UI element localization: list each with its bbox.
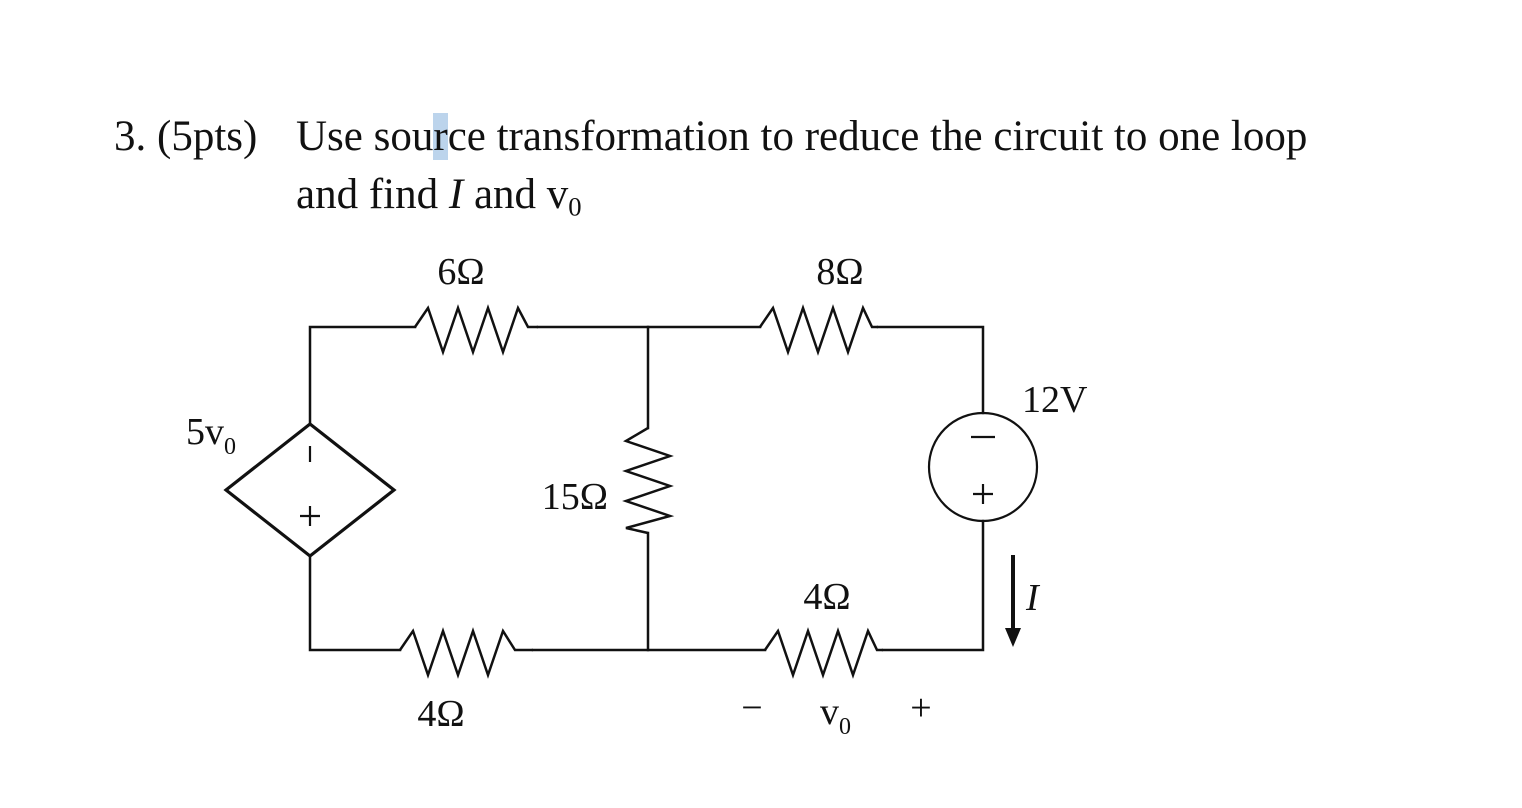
label-vo: v0 bbox=[820, 691, 851, 740]
wire-left-upper bbox=[308, 325, 417, 426]
problem-text-line-1: Use source transformation to reduce the … bbox=[296, 112, 1307, 162]
text-selection-highlight: r bbox=[433, 113, 448, 160]
dependent-source-main: 5v bbox=[186, 411, 224, 453]
voltage-source-12v bbox=[927, 411, 1039, 523]
label-vo-minus: − bbox=[741, 687, 762, 729]
label-12v: 12V bbox=[1022, 379, 1088, 421]
label-vo-plus: + bbox=[910, 687, 931, 729]
problem-text-segment: and v bbox=[463, 171, 569, 218]
resistor-4-ohm-left bbox=[398, 627, 533, 679]
circuit-wires bbox=[308, 325, 985, 652]
vo-main: v bbox=[820, 691, 839, 733]
dependent-source-subscript: 0 bbox=[224, 434, 236, 460]
problem-text-segment: Use sou bbox=[296, 113, 434, 160]
label-dependent-source: 5v0 bbox=[186, 411, 236, 460]
label-8-ohm: 8Ω bbox=[816, 251, 863, 293]
subscript-zero: 0 bbox=[568, 191, 582, 222]
label-15-ohm: 15Ω bbox=[542, 476, 608, 518]
problem-text-segment: and find bbox=[296, 171, 449, 218]
problem-text-segment: ce transformation to reduce the circuit … bbox=[447, 113, 1308, 160]
resistor-15-ohm bbox=[622, 426, 675, 535]
label-current-i: I bbox=[1025, 577, 1041, 619]
current-variable-i: I bbox=[448, 171, 464, 218]
label-4-ohm-bottom-right: 4Ω bbox=[803, 576, 850, 618]
resistor-8-ohm bbox=[758, 304, 878, 356]
resistor-4-ohm-right bbox=[763, 627, 883, 679]
diamond-source-symbol bbox=[223, 421, 397, 559]
current-arrow-head bbox=[1005, 628, 1021, 647]
current-arrow bbox=[1005, 555, 1021, 647]
resistor-6-ohm bbox=[413, 304, 538, 356]
wire-bottom-right bbox=[881, 519, 985, 652]
problem-text-line-2: and find I and v0 bbox=[296, 170, 582, 220]
label-6-ohm: 6Ω bbox=[437, 251, 484, 293]
wire-left-lower bbox=[308, 554, 402, 652]
problem-number: 3. (5pts) bbox=[114, 113, 258, 160]
label-4-ohm-bottom-left: 4Ω bbox=[417, 693, 464, 735]
wire-top-right bbox=[876, 325, 985, 415]
vo-subscript: 0 bbox=[839, 714, 851, 740]
dependent-voltage-source bbox=[223, 421, 397, 559]
voltage-source-circle bbox=[927, 411, 1039, 523]
